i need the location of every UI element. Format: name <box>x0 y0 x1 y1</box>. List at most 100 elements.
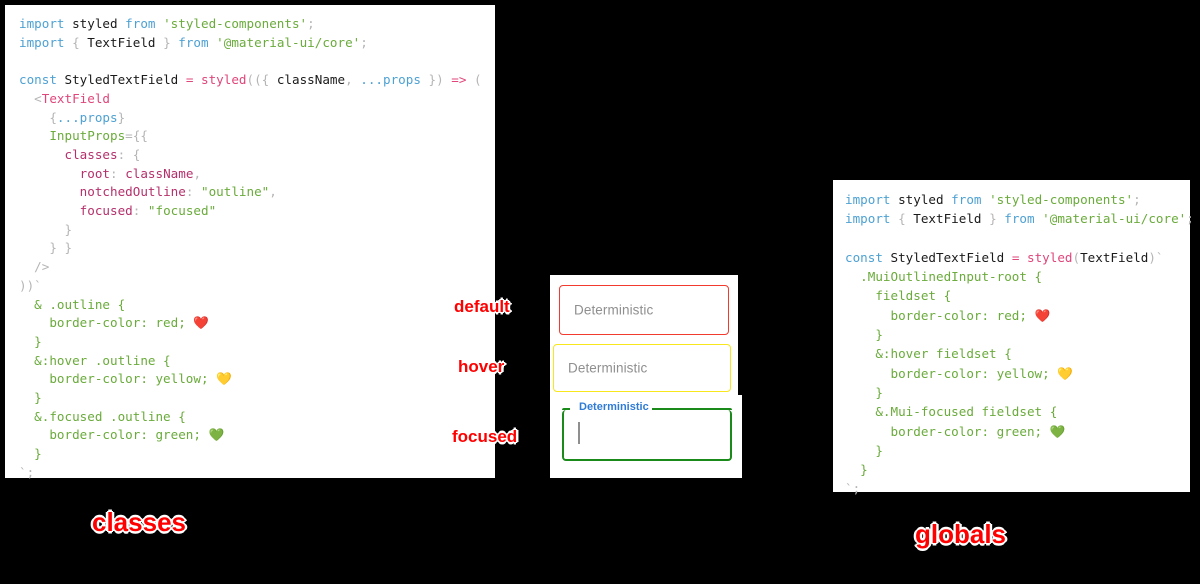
annotation-focused: focused <box>452 427 518 446</box>
code-token: `; <box>19 464 35 480</box>
code-token: '@material-ui/core' <box>216 34 361 50</box>
code-token: styled <box>898 192 952 207</box>
code-token: const <box>19 72 65 88</box>
annotation-default: default <box>454 297 510 316</box>
code-token: ; <box>1186 211 1194 227</box>
code-token: , <box>269 184 277 200</box>
code-token: &.Mui-focused fieldset { <box>845 404 1058 420</box>
code-token: .MuiOutlinedInput-root { <box>845 269 1043 285</box>
code-panel-globals: import styled from 'styled-components'; … <box>833 180 1194 496</box>
code-token: from <box>178 34 217 50</box>
code-token: & .outline { <box>19 296 126 312</box>
code-token: => <box>451 72 475 88</box>
code-token: const <box>845 249 891 265</box>
code-token: < <box>19 90 42 106</box>
code-token: { <box>261 72 277 88</box>
code-token: } <box>19 333 42 349</box>
code-token: border-color: green; 💚 <box>845 423 1066 439</box>
code-token: '@material-ui/core' <box>1042 211 1187 227</box>
code-token <box>19 128 49 143</box>
code-token: fieldset { <box>845 288 952 304</box>
code-token: ={{ <box>125 128 148 144</box>
code-token: border-color: yellow; 💛 <box>845 365 1073 381</box>
preview-panel-top: Deterministic Deterministic <box>550 275 738 395</box>
code-token: : { <box>117 146 141 162</box>
code-token: &:hover fieldset { <box>845 346 1012 362</box>
code-token: )` <box>1148 249 1164 265</box>
code-token: } <box>117 109 126 125</box>
code-token: import <box>845 211 899 227</box>
code-panel-classes: import styled from 'styled-components'; … <box>5 5 495 480</box>
code-token: } <box>845 462 868 478</box>
textfield-default-text: Deterministic <box>574 302 654 318</box>
code-token: className <box>276 72 346 88</box>
code-token: ; <box>307 16 315 31</box>
code-token: ; <box>360 34 368 50</box>
code-token: border-color: red; ❤️ <box>845 307 1051 323</box>
annotation-classes-title: classes <box>92 507 186 537</box>
code-token: TextField <box>1080 249 1149 265</box>
textfield-focused[interactable]: Deterministic <box>562 401 732 461</box>
code-token: } } <box>19 240 73 256</box>
code-token: from <box>125 16 164 31</box>
code-block-globals: import styled from 'styled-components'; … <box>845 190 1194 499</box>
code-token: `; <box>845 481 861 497</box>
code-block-classes: import styled from 'styled-components'; … <box>19 15 495 483</box>
code-token: TextField <box>41 90 110 106</box>
code-token: &.focused .outline { <box>19 408 186 424</box>
code-token: StyledTextField <box>890 249 1012 265</box>
code-token: ; <box>1133 192 1141 207</box>
code-token <box>19 184 80 199</box>
code-token: , <box>193 165 202 181</box>
code-token: = <box>1011 249 1027 265</box>
code-token: } <box>845 327 883 343</box>
preview-panel-bottom: Deterministic <box>550 395 742 478</box>
code-token: ))` <box>19 277 42 293</box>
code-token: "focused" <box>147 203 217 219</box>
textfield-default[interactable]: Deterministic <box>559 285 729 335</box>
code-token: import <box>19 34 73 50</box>
notch-segment-right <box>650 408 732 410</box>
code-token: : <box>132 203 148 219</box>
code-token: from <box>1004 211 1043 227</box>
code-token: &:hover .outline { <box>19 352 171 368</box>
code-token: StyledTextField <box>64 72 186 88</box>
code-token: } <box>155 34 179 50</box>
code-token: }) <box>420 72 452 88</box>
code-token: ( <box>474 72 482 88</box>
code-token: styled <box>72 16 126 31</box>
code-token: import <box>19 16 73 31</box>
code-token: import <box>845 192 899 207</box>
code-token: root <box>79 165 111 181</box>
code-token: styled <box>201 72 247 88</box>
code-token: = <box>185 72 201 88</box>
code-token <box>19 147 65 162</box>
code-token: : <box>185 184 201 200</box>
code-token: border-color: yellow; 💛 <box>19 371 232 387</box>
code-token: 'styled-components' <box>163 16 308 31</box>
code-token: } <box>845 442 883 458</box>
code-token: } <box>19 446 42 462</box>
notch-segment-left <box>562 408 570 410</box>
code-token: { <box>19 109 57 125</box>
code-token: TextField <box>87 34 156 50</box>
code-token: styled <box>1027 249 1073 265</box>
code-token: "outline" <box>201 184 270 200</box>
code-token: } <box>981 211 1005 227</box>
code-token: : <box>110 165 126 181</box>
textfield-focused-notch <box>562 408 732 410</box>
code-token: classes <box>64 146 118 162</box>
code-token: (( <box>246 72 262 88</box>
code-token: from <box>951 192 990 207</box>
code-token: notchedOutline <box>79 184 186 200</box>
code-token: 'styled-components' <box>989 192 1134 207</box>
code-token: { <box>72 34 88 50</box>
textfield-hover[interactable]: Deterministic <box>553 344 731 392</box>
code-token: TextField <box>913 211 982 227</box>
code-token: ...props <box>360 72 421 88</box>
code-token: InputProps <box>49 128 126 144</box>
text-caret <box>578 422 580 444</box>
code-token: } <box>19 390 42 406</box>
code-token: } <box>845 384 883 400</box>
code-token: className <box>125 165 194 181</box>
